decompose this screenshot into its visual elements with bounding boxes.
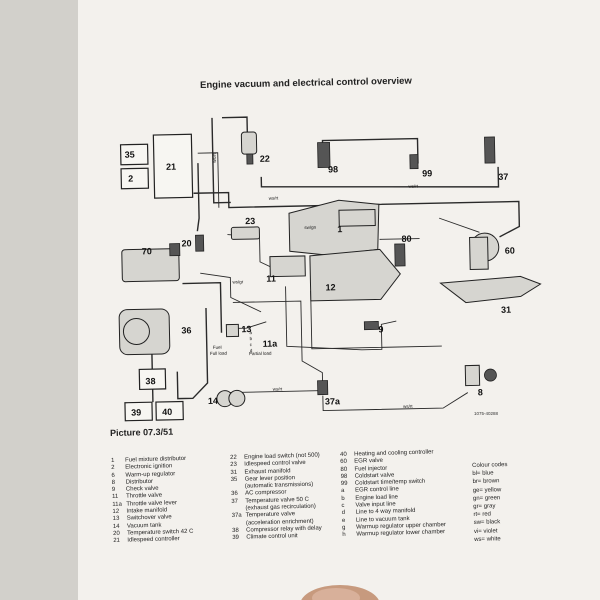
legend-value: Climate control unit — [246, 533, 298, 541]
wire-code: ws/gr — [232, 279, 243, 284]
colour-code: ws= white — [474, 536, 501, 543]
legend-value: Idlespeed controller — [127, 536, 180, 544]
legend-key: 39 — [232, 535, 240, 542]
label-11a: 11a — [263, 339, 279, 349]
legend-key: 21 — [113, 538, 121, 545]
wire-code: ws/rt — [408, 184, 418, 189]
wire-code: ws/rt — [273, 386, 283, 391]
label-60: 60 — [505, 246, 515, 256]
label-37: 37 — [498, 172, 508, 182]
label-13: 13 — [241, 324, 251, 334]
label-37a: 37a — [325, 396, 341, 406]
label-a: a — [249, 330, 252, 335]
wire-code: ws/rt — [403, 404, 413, 409]
reference-code: 1075-40288 — [474, 411, 499, 416]
label-99: 99 — [422, 168, 432, 178]
label-21: 21 — [166, 162, 176, 172]
label-partial-load: Partial load — [249, 351, 272, 356]
label-80: 80 — [401, 234, 411, 244]
label-9: 9 — [378, 324, 383, 334]
label-fuel: Fuel — [213, 345, 222, 350]
label-d: d — [250, 348, 253, 353]
label-8: 8 — [478, 387, 483, 397]
wire-code: ws/rt — [212, 153, 217, 163]
wire-code: ws/rt — [269, 195, 279, 200]
legend-key: h — [342, 532, 346, 539]
colour-codes: Colour codes bl= blue br= brown ge= yell… — [472, 461, 510, 544]
label-1: 1 — [337, 224, 342, 234]
label-2: 2 — [128, 174, 133, 184]
label-36: 36 — [181, 325, 191, 335]
label-b: b — [250, 336, 253, 341]
label-39: 39 — [131, 407, 141, 417]
label-31: 31 — [501, 305, 511, 315]
label-full-load: Full load — [210, 351, 228, 356]
label-98: 98 — [328, 164, 338, 174]
label-14: 14 — [208, 396, 218, 406]
label-22: 22 — [260, 154, 270, 164]
label-70: 70 — [142, 246, 152, 256]
label-35: 35 — [125, 149, 135, 159]
label-40: 40 — [162, 407, 172, 417]
label-11: 11 — [266, 274, 276, 284]
label-38: 38 — [145, 376, 155, 386]
wire-code: sw/gn — [304, 225, 316, 230]
label-c: c — [250, 342, 253, 347]
label-23: 23 — [245, 216, 255, 226]
picture-caption: Picture 07.3/51 — [110, 426, 174, 438]
label-20: 20 — [182, 238, 192, 248]
label-12: 12 — [325, 282, 335, 292]
